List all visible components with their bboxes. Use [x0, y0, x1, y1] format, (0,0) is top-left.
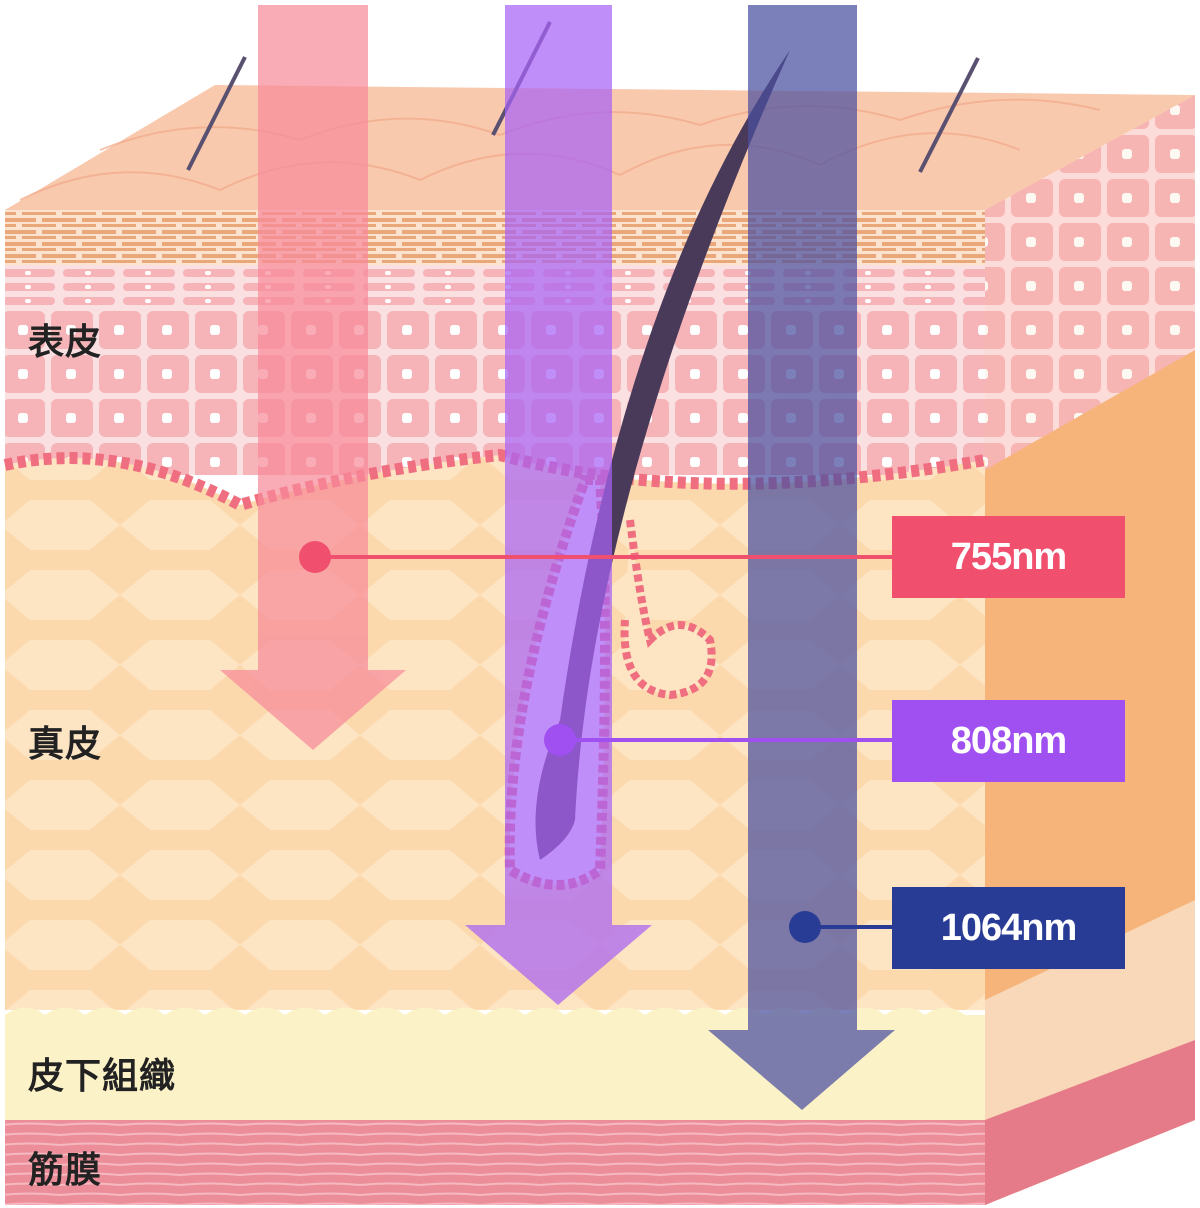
label-subcutaneous: 皮下組織 [28, 1056, 177, 1097]
label-fascia: 筋膜 [28, 1150, 103, 1191]
depth-marker-1064nm [789, 911, 821, 943]
label-dermis: 真皮 [28, 724, 103, 765]
wavelength-label-808nm: 808nm [892, 700, 1125, 782]
depth-marker-755nm [299, 541, 331, 573]
wavelength-label-1064nm: 1064nm [892, 887, 1125, 969]
arrow-808nm [465, 5, 652, 1005]
dermis-layer [5, 455, 985, 1010]
label-epidermis: 表皮 [28, 322, 103, 363]
sebaceous-gland [620, 519, 716, 700]
depth-marker-808nm [544, 724, 576, 756]
fascia-layer [5, 1120, 985, 1205]
arrow-1064nm [708, 5, 895, 1110]
wavelength-label-755nm: 755nm [892, 516, 1125, 598]
